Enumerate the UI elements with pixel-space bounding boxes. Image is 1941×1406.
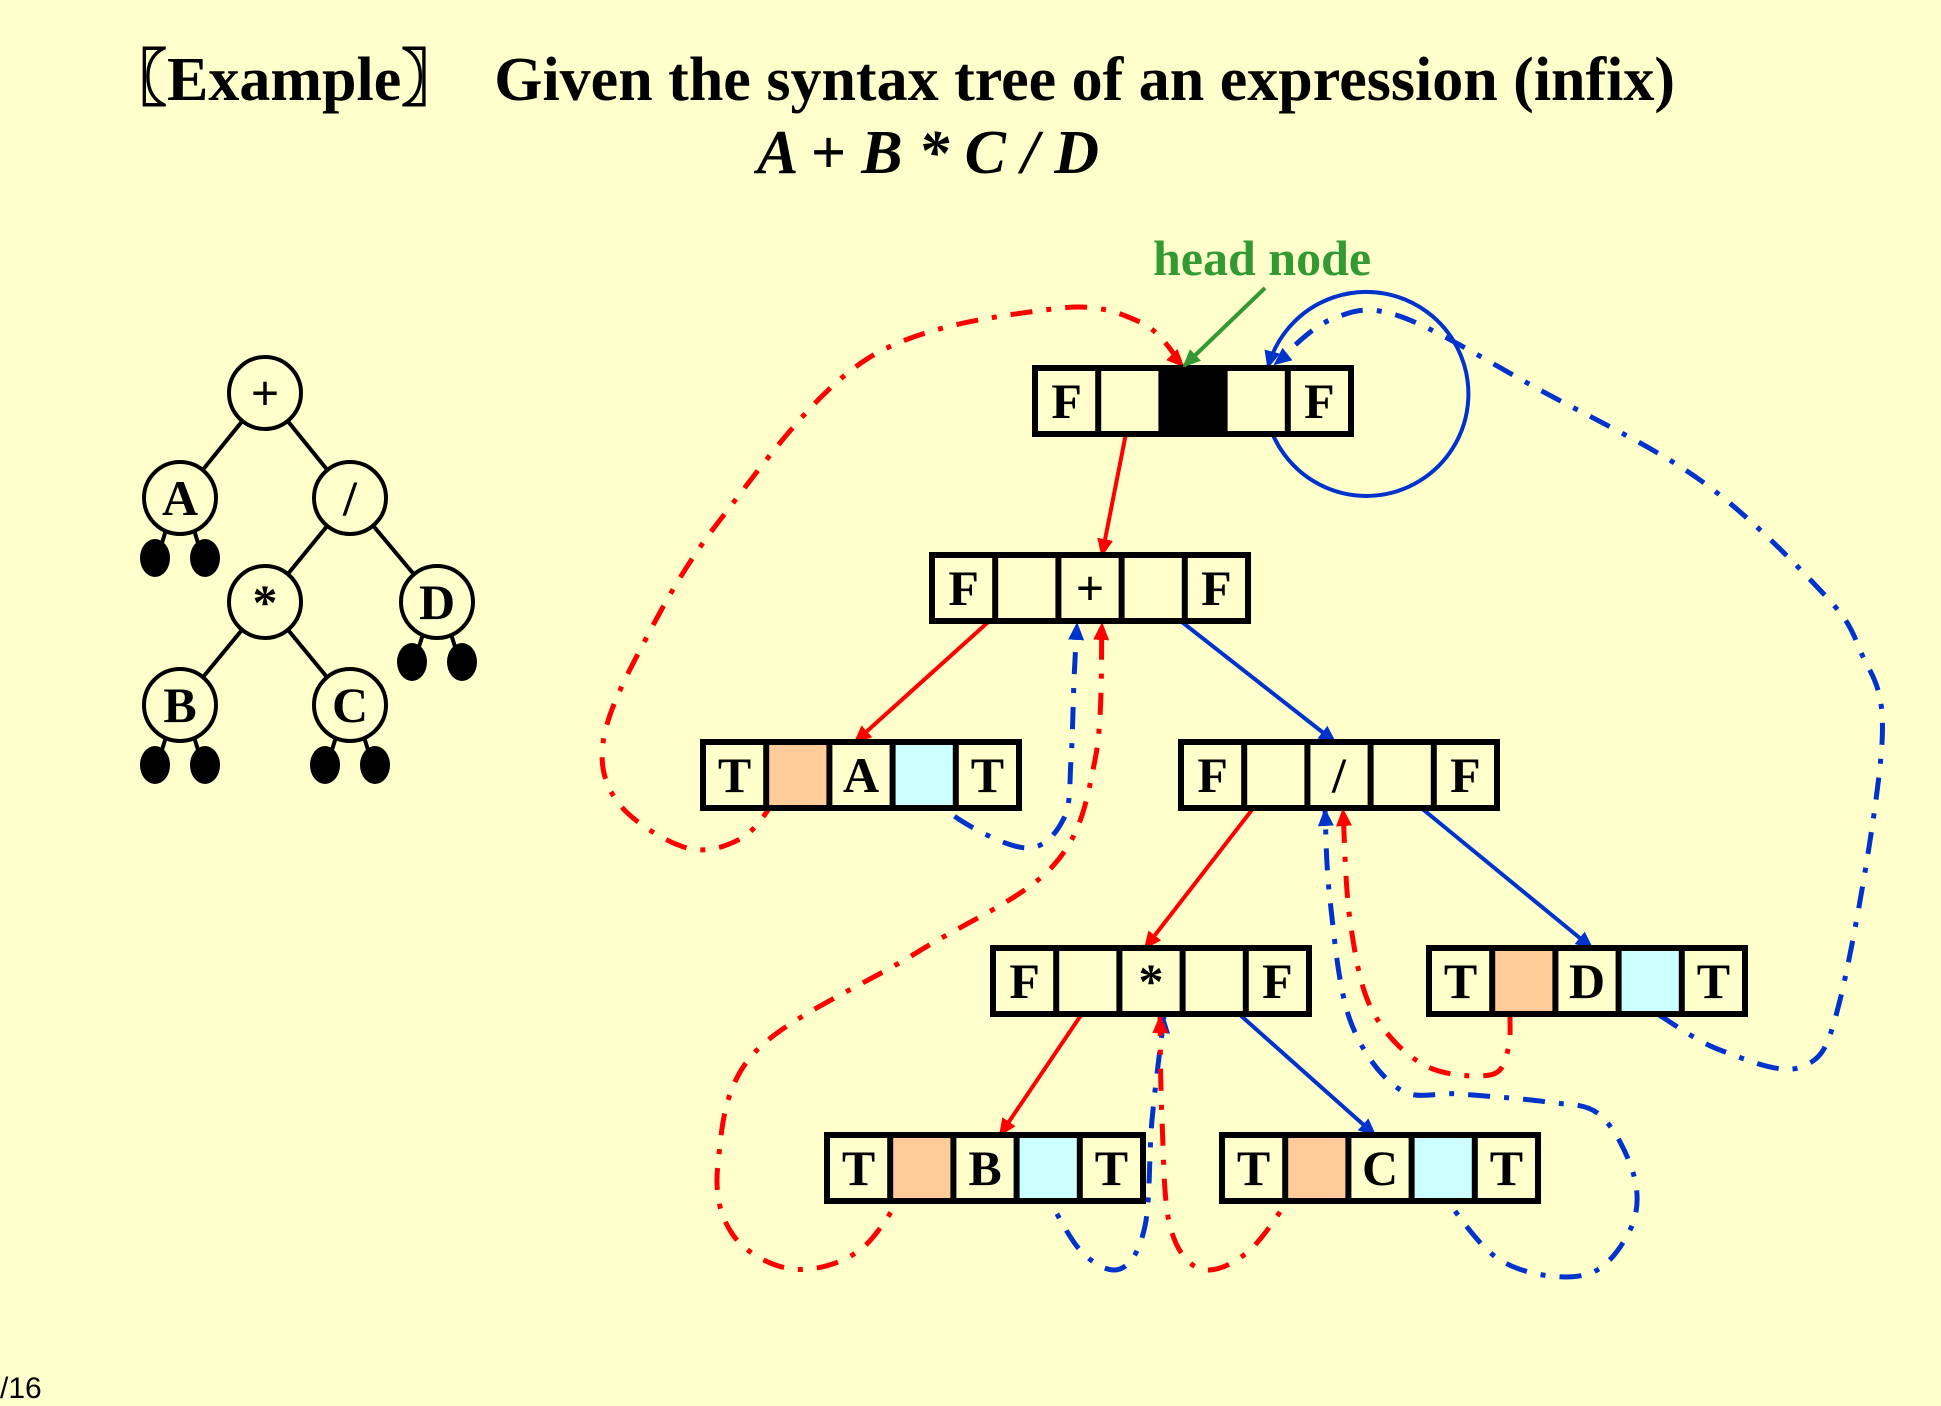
thread-link-D-head	[1273, 307, 1885, 1072]
null-pointer-dot	[190, 539, 220, 577]
rchild-thread-cell	[892, 742, 956, 808]
thread-link-A-plus	[914, 622, 1085, 851]
lchild-thread-cell	[1492, 948, 1556, 1014]
tree-node-circle	[142, 667, 218, 743]
data-value: +	[1076, 560, 1105, 616]
lchild-thread-cell	[890, 1135, 954, 1201]
data-value: C	[1362, 1140, 1398, 1196]
lchild-thread-cell	[766, 742, 830, 808]
tree-node-circle	[312, 460, 388, 536]
tree-edge	[371, 524, 416, 576]
null-pointer-dot	[140, 539, 170, 577]
null-pointer-dot	[397, 643, 427, 681]
ltag-value: F	[948, 560, 979, 616]
head-node-pointer-arrow	[1182, 286, 1267, 368]
ltag-value: F	[1009, 953, 1040, 1009]
child-link-div-mul	[1143, 782, 1274, 950]
ltag-value: T	[842, 1140, 875, 1196]
rtag-value: F	[1262, 953, 1293, 1009]
tree-node-label: A	[162, 470, 198, 526]
thread-link-A-head	[599, 304, 1185, 853]
thread-links	[599, 304, 1885, 1280]
tree-edge	[286, 419, 329, 472]
tree-edges	[159, 419, 458, 754]
syntax-tree: + A / * D B C	[140, 355, 477, 784]
tree-node-label: +	[251, 365, 280, 421]
threaded-node-mul: F * F	[990, 945, 1312, 1017]
rchild-thread-cell	[1618, 948, 1682, 1014]
rchild-thread-cell	[1411, 1135, 1475, 1201]
thread-link-C-div	[1317, 808, 1640, 1280]
tree-edge	[201, 628, 244, 679]
threaded-node-div: F / F	[1178, 739, 1500, 811]
tree-node-circle	[227, 355, 303, 431]
ltag-value: T	[718, 747, 751, 803]
rtag-value: T	[971, 747, 1004, 803]
null-pointer-dot	[140, 746, 170, 784]
tree-node: /	[312, 460, 388, 536]
ltag-value: F	[1051, 373, 1082, 429]
tree-node: C	[312, 667, 388, 743]
tree-node-circle	[227, 564, 303, 640]
child-link-div-D	[1390, 782, 1594, 950]
null-pointer-dot	[447, 643, 477, 681]
thread-link-B-mul	[1037, 1015, 1171, 1273]
rtag-value: T	[1095, 1140, 1128, 1196]
tree-node-circle	[312, 667, 388, 743]
null-pointer-dot	[190, 746, 220, 784]
rtag-value: T	[1490, 1140, 1523, 1196]
infix-expression: A + B * C / D	[757, 119, 1099, 187]
tree-node: B	[142, 667, 218, 743]
child-link-head-self-loop	[1264, 289, 1471, 498]
tree-node-label: B	[163, 677, 196, 733]
tree-node-label: /	[342, 470, 358, 526]
null-pointer-dot	[360, 746, 390, 784]
tree-node-circle	[142, 460, 218, 536]
tree-edge	[286, 628, 329, 679]
rtag-value: F	[1304, 373, 1335, 429]
head-data-cell	[1161, 368, 1225, 434]
tree-edge	[286, 524, 329, 576]
lchild-thread-cell	[1285, 1135, 1349, 1201]
data-value: B	[968, 1140, 1001, 1196]
ltag-value: T	[1444, 953, 1477, 1009]
tree-nodes: + A / * D B C	[140, 355, 477, 784]
tree-node-label: *	[253, 574, 278, 630]
data-value: /	[1331, 747, 1347, 803]
ltag-value: F	[1197, 747, 1228, 803]
ltag-value: T	[1237, 1140, 1270, 1196]
thread-link-D-div	[1336, 808, 1513, 1079]
thread-link-C-mul	[1152, 1015, 1303, 1273]
thread-link-B-plus	[714, 622, 1110, 1272]
data-value: *	[1139, 953, 1164, 1009]
tree-node: D	[399, 564, 475, 640]
null-pointer-dot	[310, 746, 340, 784]
tree-node: +	[227, 355, 303, 431]
rchild-thread-cell	[1016, 1135, 1080, 1201]
tree-edge	[201, 419, 244, 472]
rtag-value: F	[1201, 560, 1232, 616]
data-value: A	[843, 747, 879, 803]
threaded-node-plus: F + F	[929, 552, 1251, 624]
tree-node-circle	[399, 564, 475, 640]
head-node-label: head node	[1153, 230, 1371, 286]
tree-node: *	[227, 564, 303, 640]
rtag-value: T	[1697, 953, 1730, 1009]
data-value: D	[1569, 953, 1605, 1009]
tree-node-label: D	[419, 574, 455, 630]
slide-title: 〖Example〗 Given the syntax tree of an ex…	[105, 46, 1676, 114]
tree-node-label: C	[332, 677, 368, 733]
tree-node: A	[142, 460, 218, 536]
rtag-value: F	[1450, 747, 1481, 803]
